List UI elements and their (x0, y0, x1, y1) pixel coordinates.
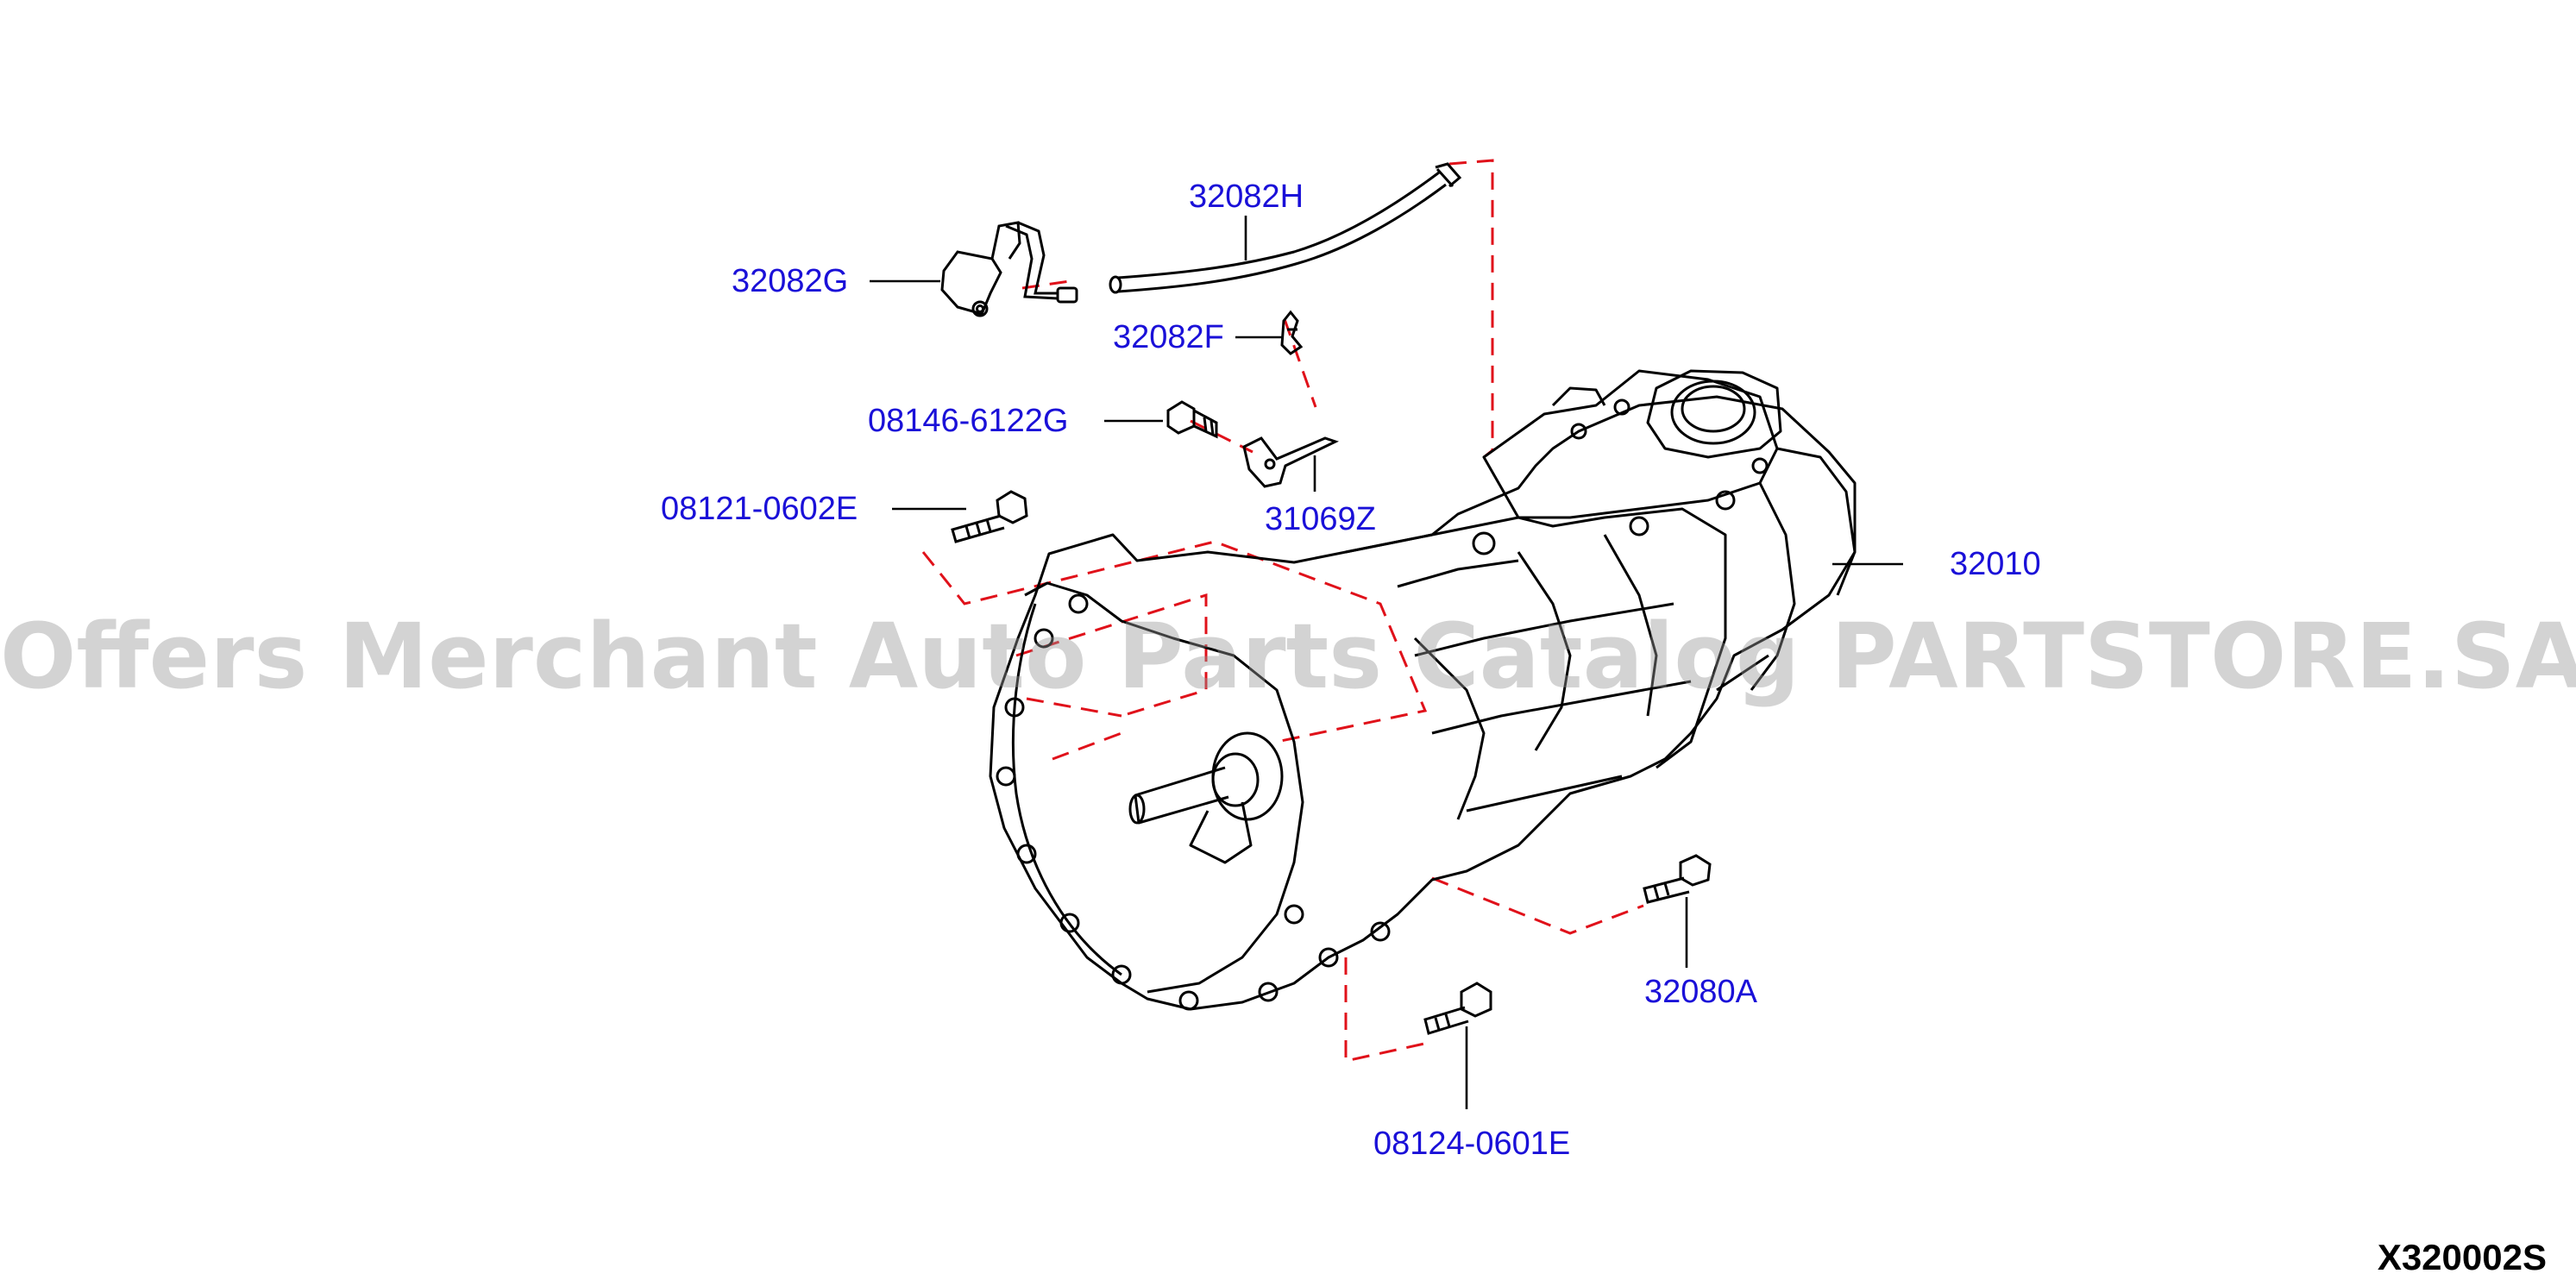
callout-08124-0601E[interactable]: 08124-0601E (1373, 1126, 1571, 1162)
assembly-dashed-lines (921, 159, 1644, 1063)
leader-lines (870, 216, 1903, 1109)
hose-32082H (1109, 162, 1462, 294)
bolt-08121-0602E (951, 490, 1028, 543)
callout-08121-0602E[interactable]: 08121-0602E (661, 491, 858, 527)
transmission-32010 (989, 369, 1857, 1011)
callout-32082H[interactable]: 32082H (1189, 179, 1304, 215)
callout-31069Z[interactable]: 31069Z (1265, 501, 1376, 537)
clip-32082F (1280, 310, 1304, 355)
callout-32080A[interactable]: 32080A (1644, 974, 1758, 1010)
diagram-code: X320002S (2377, 1237, 2547, 1277)
callout-32082F[interactable]: 32082F (1113, 319, 1224, 355)
callout-08146-6122G[interactable]: 08146-6122G (868, 403, 1069, 439)
bolt-32080A (1643, 854, 1712, 904)
bolt-08124-0601E (1423, 982, 1492, 1035)
bolt-08146-6122G (1166, 400, 1218, 439)
callout-32082G[interactable]: 32082G (732, 263, 849, 299)
bracket-31069Z (1242, 436, 1339, 488)
callout-32010[interactable]: 32010 (1950, 546, 2041, 582)
bracket-32082G (940, 221, 1078, 317)
